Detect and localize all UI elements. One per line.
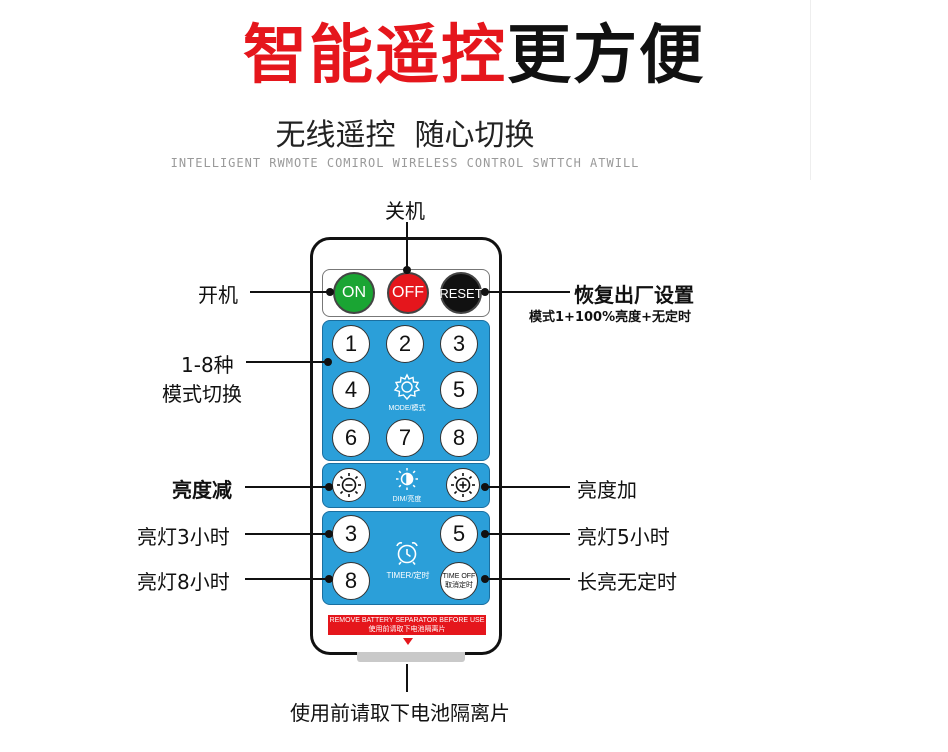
battery-warning: REMOVE BATTERY SEPARATOR BEFORE USE 使用前请… [328, 615, 486, 635]
callout-dim-down: 亮度减 [172, 478, 232, 502]
time-off-label-en: TIME OFF [442, 573, 476, 580]
callout-dot-dim-down [325, 483, 333, 491]
brightness-up-icon [451, 473, 475, 497]
on-button-label: ON [342, 284, 366, 301]
mode-button-7[interactable]: 7 [386, 419, 424, 457]
remote-control: ON OFF RESET 1 2 3 4 MODE/模式 5 6 7 8 [310, 237, 502, 655]
timer-8h-button[interactable]: 8 [332, 562, 370, 600]
callout-dot-on [326, 288, 334, 296]
timer-5h-label: 5 [452, 521, 466, 546]
callout-line-reset [484, 291, 570, 293]
callout-dot-timer-3h [325, 530, 333, 538]
timer-label: TIMER/定时 [386, 571, 430, 580]
callout-dot-timer-8h [325, 575, 333, 583]
callout-line-timer-3h [245, 533, 329, 535]
subtitle: 无线遥控 随心切换 [275, 118, 535, 153]
mode-button-5[interactable]: 5 [440, 371, 478, 409]
callout-power-off: 关机 [385, 199, 425, 223]
callout-line-timer-off [484, 578, 570, 580]
mode-button-1-label: 1 [344, 331, 358, 356]
timer-panel: 3 5 TIMER/定时 8 TIME OFF 取消定时 [322, 511, 490, 605]
callout-line-off [406, 222, 408, 270]
alarm-clock-icon [396, 542, 418, 565]
callout-dot-reset [481, 288, 489, 296]
timer-3h-label: 3 [344, 521, 358, 546]
callout-timer-3h: 亮灯3小时 [137, 525, 230, 549]
callout-dot-dim-up [481, 483, 489, 491]
callout-line-timer-5h [484, 533, 570, 535]
title-black-part: 更方便 [507, 19, 705, 93]
mode-button-2-label: 2 [398, 331, 412, 356]
callout-separator: 使用前请取下电池隔离片 [290, 701, 510, 725]
mode-panel: 1 2 3 4 MODE/模式 5 6 7 8 [322, 320, 490, 461]
callout-reset: 恢复出厂设置 [574, 283, 694, 307]
callout-line-on [250, 291, 330, 293]
main-title: 智能遥控更方便 [0, 4, 948, 96]
brightness-down-button[interactable] [332, 468, 366, 502]
mode-button-2[interactable]: 2 [386, 325, 424, 363]
on-button[interactable]: ON [333, 272, 375, 314]
callout-dot-timer-5h [481, 530, 489, 538]
down-arrow-icon [403, 638, 413, 645]
callout-dot-timer-off [481, 575, 489, 583]
mode-label: MODE/模式 [388, 405, 426, 412]
callout-timer-8h: 亮灯8小时 [137, 570, 230, 594]
mode-button-5-label: 5 [452, 377, 466, 402]
mode-button-8[interactable]: 8 [440, 419, 478, 457]
off-button[interactable]: OFF [387, 272, 429, 314]
warning-chinese: 使用前请取下电池隔离片 [368, 626, 446, 633]
brightness-up-button[interactable] [446, 468, 480, 502]
callout-timer-off: 长亮无定时 [577, 570, 677, 594]
timer-3h-button[interactable]: 3 [332, 515, 370, 553]
mode-button-4-label: 4 [344, 377, 358, 402]
mode-button-8-label: 8 [452, 425, 466, 450]
off-button-label: OFF [392, 284, 424, 301]
time-off-label-cn: 取消定时 [445, 581, 473, 589]
mode-gear-icon [393, 373, 421, 401]
callout-timer-5h: 亮灯5小时 [577, 525, 670, 549]
callout-line-dim-down [245, 486, 329, 488]
mode-button-3-label: 3 [452, 331, 466, 356]
mode-button-6[interactable]: 6 [332, 419, 370, 457]
warning-english: REMOVE BATTERY SEPARATOR BEFORE USE [329, 617, 485, 624]
title-red-part: 智能遥控 [243, 19, 507, 93]
mode-button-4[interactable]: 4 [332, 371, 370, 409]
brightness-panel: DIM/亮度 [322, 463, 490, 508]
power-panel: ON OFF RESET [322, 269, 490, 317]
battery-separator-tab[interactable] [357, 652, 465, 662]
background-divider [810, 0, 811, 180]
callout-power-on: 开机 [198, 283, 238, 307]
reset-button-label: RESET [439, 285, 483, 301]
time-off-button[interactable]: TIME OFF 取消定时 [440, 562, 478, 600]
callout-dim-up: 亮度加 [577, 478, 637, 502]
callout-line-modes [246, 361, 328, 363]
mode-button-6-label: 6 [344, 425, 358, 450]
callout-modes-line1: 1-8种 [181, 353, 234, 377]
timer-5h-button[interactable]: 5 [440, 515, 478, 553]
mode-button-3[interactable]: 3 [440, 325, 478, 363]
callout-dot-off [403, 266, 411, 274]
callout-reset-note: 模式1+100%亮度+无定时 [529, 310, 691, 325]
timer-8h-label: 8 [344, 568, 358, 593]
callout-line-separator [406, 664, 408, 692]
callout-line-timer-8h [245, 578, 329, 580]
brightness-down-icon [337, 473, 361, 497]
mode-button-7-label: 7 [398, 425, 412, 450]
callout-modes-line2: 模式切换 [162, 382, 242, 406]
english-tagline: INTELLIGENT RWMOTE COMIROL WIRELESS CONT… [170, 156, 640, 170]
dim-label: DIM/亮度 [392, 496, 422, 503]
brightness-icon [396, 468, 418, 490]
reset-button[interactable]: RESET [439, 272, 483, 314]
callout-line-dim-up [484, 486, 570, 488]
callout-dot-modes [324, 358, 332, 366]
mode-button-1[interactable]: 1 [332, 325, 370, 363]
